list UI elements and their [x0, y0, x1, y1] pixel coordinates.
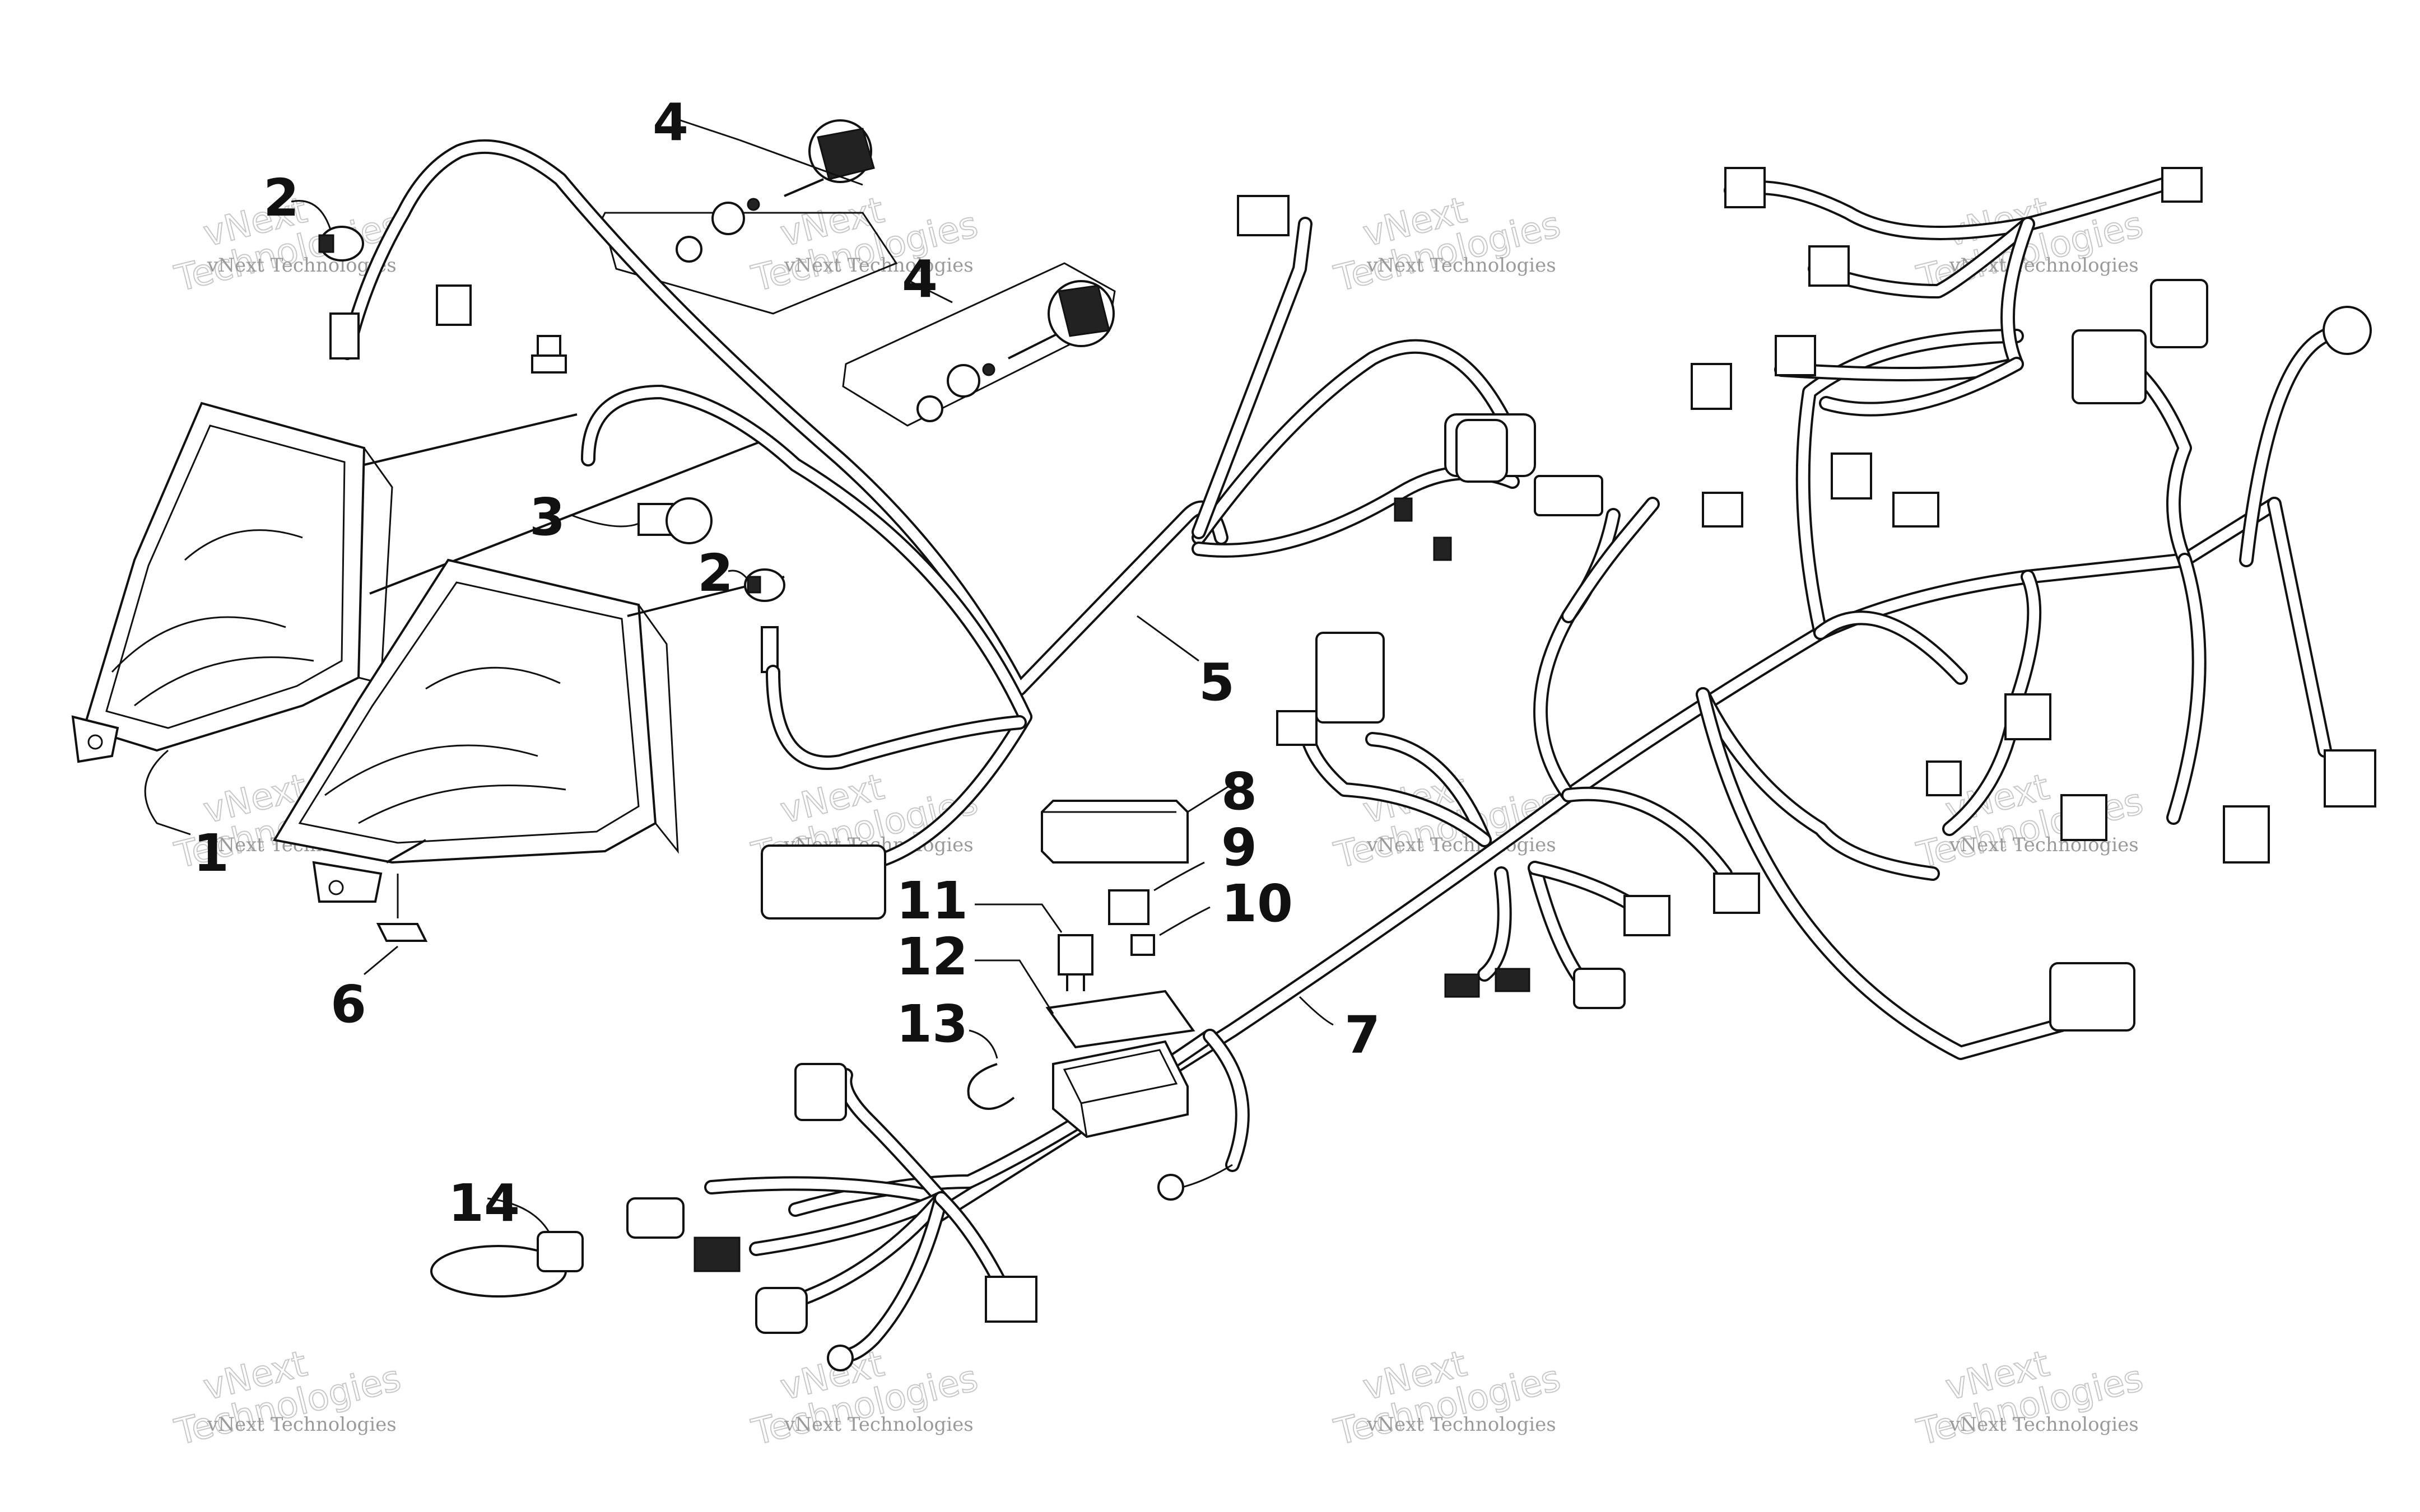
leader-7: [1299, 996, 1334, 1026]
connector: [1892, 492, 1939, 528]
connector: [2323, 306, 2372, 355]
multi-pin-connector: [2049, 962, 2135, 1032]
connector: [1702, 492, 1743, 528]
callout-11: 11: [896, 871, 968, 931]
connector: [1444, 973, 1480, 998]
svg-text:vNext Technologies: vNext Technologies: [207, 254, 397, 277]
callout-2-upper: 2: [263, 168, 299, 228]
connector: [1623, 895, 1670, 936]
svg-text:vNext Technologies: vNext Technologies: [1949, 1413, 2139, 1436]
connector: [1775, 335, 1816, 376]
callout-5: 5: [1199, 652, 1235, 712]
connector: [755, 1287, 808, 1334]
main-harness[interactable]: [626, 167, 2376, 1371]
label-plate[interactable]: [364, 874, 428, 976]
connector: [2324, 749, 2376, 808]
fuse-block[interactable]: [1052, 1040, 1189, 1138]
svg-text:vNext Technologies: vNext Technologies: [784, 254, 974, 277]
fuse-cover-label[interactable]: [975, 959, 1195, 1049]
svg-text:vNext Technologies: vNext Technologies: [207, 1413, 397, 1436]
connector: [1495, 968, 1530, 992]
connector: [626, 1197, 685, 1239]
headlight-right[interactable]: [272, 558, 785, 903]
connector: [329, 312, 360, 360]
multi-pin-connector: [1315, 632, 1385, 724]
callout-2-lower: 2: [697, 543, 733, 603]
callout-13: 13: [896, 994, 968, 1054]
halogen-bulb[interactable]: [531, 335, 713, 544]
headlight-adjuster-lower[interactable]: [842, 262, 1116, 427]
connector: [1534, 475, 1603, 516]
leader-1: [144, 749, 191, 836]
svg-text:vNext Technologies: vNext Technologies: [1366, 1413, 1556, 1436]
connector: [694, 1236, 741, 1272]
fuse-blade[interactable]: [1130, 906, 1211, 956]
bulb-socket-upper[interactable]: [291, 200, 364, 262]
connector: [1831, 452, 1872, 500]
connector: [436, 284, 472, 326]
headlight-adjuster-upper[interactable]: [601, 116, 898, 315]
callout-7: 7: [1344, 1005, 1380, 1065]
bulb-socket-lower[interactable]: [728, 568, 785, 673]
callout-3: 3: [529, 487, 565, 547]
tether-cord[interactable]: [430, 1197, 584, 1298]
watermark: vNext Technologies vNext Technologies: [1330, 1342, 1565, 1454]
callout-10: 10: [1221, 874, 1293, 934]
connector: [1394, 497, 1413, 522]
svg-text:vNext Technologies: vNext Technologies: [1949, 834, 2139, 856]
watermark: vNext Technologies vNext Technologies: [1330, 189, 1565, 300]
connector: [2161, 167, 2203, 203]
connector: [1713, 872, 1760, 914]
callout-6: 6: [331, 974, 366, 1034]
connector: [1926, 760, 1962, 796]
watermark: vNext Technologies vNext Technologies: [747, 189, 983, 300]
connector: [1724, 167, 1766, 208]
connector: [1808, 245, 1850, 287]
leader-5: [1137, 615, 1199, 662]
callout-9: 9: [1221, 818, 1257, 878]
headlight-left[interactable]: [71, 402, 774, 763]
watermark: vNext Technologies vNext Technologies: [747, 1342, 983, 1454]
svg-text:vNext Technologies: vNext Technologies: [784, 1413, 974, 1436]
multi-pin-connector: [2150, 279, 2208, 348]
ring-terminal: [1157, 1174, 1184, 1201]
multi-pin-connector: [2072, 329, 2147, 404]
connector: [1433, 536, 1452, 561]
callout-4-upper: 4: [653, 92, 688, 152]
connector: [2223, 805, 2270, 864]
watermark: vNext Technologies vNext Technologies: [170, 1342, 406, 1454]
relay-box[interactable]: [1041, 783, 1233, 864]
callout-12: 12: [896, 927, 968, 987]
callout-8: 8: [1221, 762, 1257, 822]
relay-small[interactable]: [1108, 861, 1205, 925]
relay-mini[interactable]: [975, 903, 1093, 991]
connector: [1237, 195, 1290, 236]
connector: [1276, 710, 1318, 746]
callout-4-lower: 4: [902, 249, 938, 309]
retaining-ring[interactable]: [967, 1029, 1015, 1110]
connector: [1691, 363, 1732, 410]
connector: [794, 1063, 847, 1121]
connector: [1455, 419, 1508, 483]
ring-terminal: [827, 1345, 854, 1371]
svg-text:vNext Technologies: vNext Technologies: [1366, 834, 1556, 856]
connector: [2060, 794, 2107, 841]
connector: [1573, 968, 1626, 1009]
multi-pin-connector: [761, 844, 886, 920]
connector: [985, 1276, 1037, 1323]
callout-1: 1: [193, 823, 229, 883]
watermark: vNext Technologies vNext Technologies: [1912, 1342, 2148, 1454]
callout-14: 14: [448, 1173, 520, 1233]
svg-text:vNext Technologies: vNext Technologies: [1366, 254, 1556, 277]
connector: [2004, 693, 2051, 740]
